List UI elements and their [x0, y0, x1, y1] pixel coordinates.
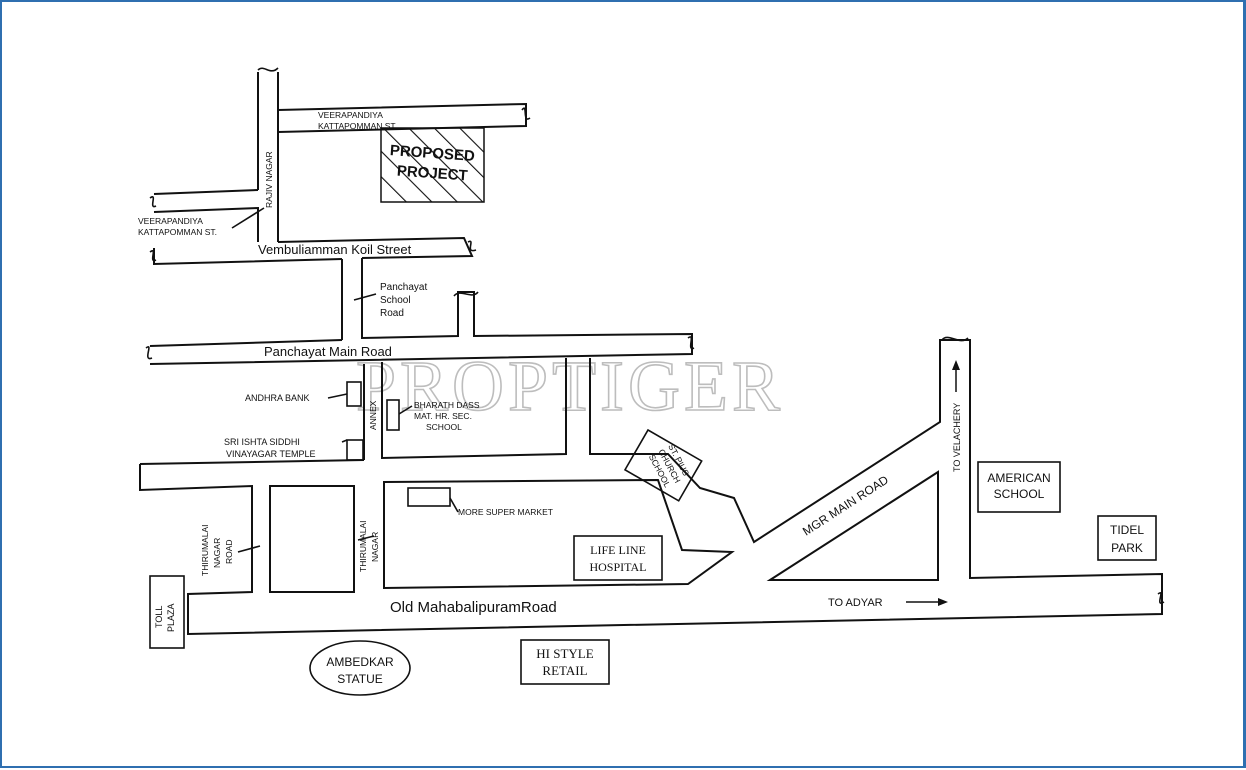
tidel-park-label-2: PARK [1111, 541, 1143, 555]
vk-top-label-2: KATTAPOMMAN ST. [318, 121, 397, 131]
american-school-label-2: SCHOOL [994, 487, 1045, 501]
leader-lines [231, 207, 459, 553]
tidel-park-box [1097, 515, 1157, 561]
bharath-label-3: SCHOOL [426, 422, 462, 432]
vembuliamman-label: Vembuliamman Koil Street [258, 242, 412, 257]
arrow-to-adyar [906, 598, 948, 606]
st-pius-box [623, 428, 703, 502]
ambedkar-label-2: STATUE [337, 672, 383, 686]
vk-top-label-1: VEERAPANDIYA [318, 110, 383, 120]
block-supermarket [383, 478, 735, 590]
life-line-hospital-box [573, 535, 663, 581]
block-thirumalai [269, 485, 355, 593]
arrow-to-velachery [952, 360, 960, 392]
vk-left-label-1: VEERAPANDIYA [138, 216, 203, 226]
temple-label-1: SRI ISHTA SIDDHI [224, 437, 300, 447]
temple-marker [346, 439, 364, 461]
bharath-label-1: BHARATH DASS [414, 400, 480, 410]
panchayat-school-label-1: Panchayat [380, 282, 427, 293]
american-school-label-1: AMERICAN [987, 471, 1050, 485]
supermarket-marker [407, 487, 451, 507]
panchayat-school-label-3: Road [380, 308, 404, 319]
panchayat-school-label-2: School [380, 295, 411, 306]
road-break-ticks [145, 67, 1165, 604]
hi-style-label-1: HI STYLE [536, 646, 593, 661]
proposed-project-parcel [380, 127, 485, 203]
to-adyar-label: TO ADYAR [828, 597, 883, 609]
temple-label-2: VINAYAGAR TEMPLE [226, 449, 316, 459]
toll-plaza-label-1: TOLL [154, 606, 164, 628]
annex-label: ANNEX [368, 400, 378, 430]
proposed-label: PROPOSED [389, 142, 475, 165]
bharath-school-marker [386, 399, 400, 431]
vk-left-label-2: KATTAPOMMAN ST. [138, 227, 217, 237]
road-panchayat-school [149, 258, 693, 365]
st-pius-labels: ST. PIUS CHURCH SCHOOL [647, 442, 692, 489]
more-super-market-label: MORE SUPER MARKET [458, 507, 553, 517]
hi-style-retail-box [520, 639, 610, 685]
american-school-box [977, 461, 1061, 513]
project-label: PROJECT [396, 163, 468, 185]
road-rajiv-nagar [257, 72, 279, 242]
hi-style-label-2: RETAIL [542, 663, 587, 678]
to-velachery-label: TO VELACHERY [952, 403, 962, 472]
life-line-label-1: LIFE LINE [590, 543, 646, 557]
ambedkar-statue-ellipse [309, 640, 411, 696]
panchayat-main-label: Panchayat Main Road [264, 344, 392, 359]
tidel-park-label-1: TIDEL [1110, 523, 1144, 537]
old-mahabalipuram-road-label: Old MahabalipuramRoad [390, 599, 557, 616]
road-veerapandiya-left [153, 189, 259, 242]
thirumalai-mid-label-1: THIRUMALAI [358, 521, 368, 572]
toll-plaza-label-2: PLAZA [166, 603, 176, 632]
road-network-east [139, 339, 1163, 636]
block-mgr-triangle [766, 470, 939, 581]
life-line-label-2: HOSPITAL [589, 560, 646, 574]
thirumalai-mid-label-2: NAGAR [370, 532, 380, 562]
thirumalai-left-label-1: THIRUMALAI [200, 525, 210, 576]
ambedkar-label-1: AMBEDKAR [326, 655, 394, 669]
thirumalai-left-label-2: NAGAR [212, 538, 222, 568]
rajiv-nagar-label: RAJIV NAGAR [264, 151, 274, 208]
toll-plaza-box [149, 575, 185, 649]
bharath-label-2: MAT. HR. SEC. [414, 411, 472, 421]
thirumalai-left-label-3: ROAD [224, 539, 234, 564]
andhra-bank-label: ANDHRA BANK [245, 393, 310, 403]
